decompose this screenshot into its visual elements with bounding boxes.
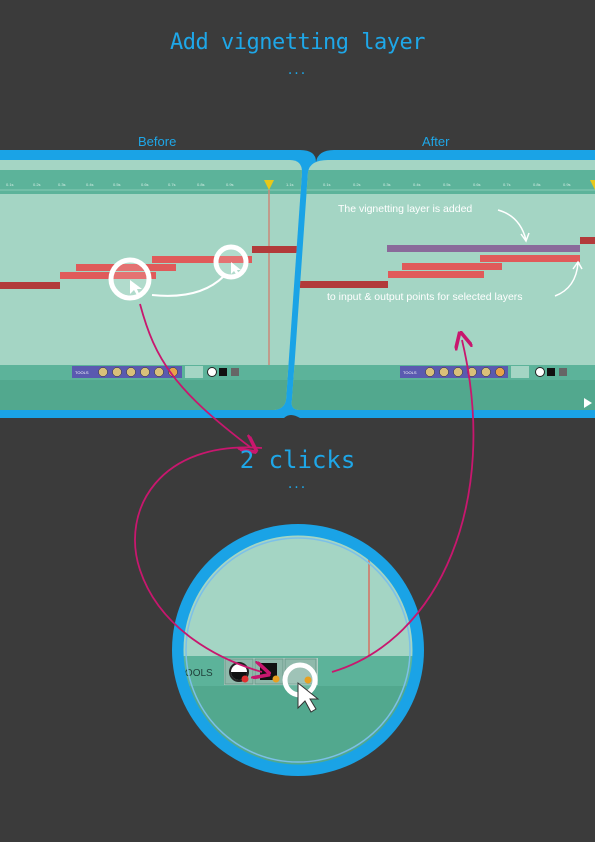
cursor-icon xyxy=(297,681,320,713)
flow-arrow xyxy=(134,446,262,672)
steps-ellipsis: ... xyxy=(287,476,308,492)
cursor-icon xyxy=(130,280,142,297)
title-ellipsis: ... xyxy=(287,62,308,78)
flow-arrow xyxy=(139,303,250,447)
annotation-arrow xyxy=(497,209,527,241)
layer-bar[interactable] xyxy=(300,281,388,288)
tool-icon[interactable] xyxy=(98,367,108,377)
time-ruler: 0.1s 0.2s 0.3s 0.4s 0.5s 0.6s 0.7s 0.8s … xyxy=(291,182,595,191)
zoom-view: TOOLS xyxy=(179,534,414,766)
tools-label: TOOLS xyxy=(179,668,213,679)
svg-text:0.2s: 0.2s xyxy=(33,182,41,187)
vignette-in-icon[interactable] xyxy=(535,367,545,377)
vignette-both-icon[interactable] xyxy=(559,368,567,376)
playhead-marker[interactable] xyxy=(590,180,595,190)
svg-text:1.1s: 1.1s xyxy=(286,182,294,187)
svg-text:0.3s: 0.3s xyxy=(383,182,391,187)
flow-arrow xyxy=(331,340,475,673)
vignette-out-icon[interactable] xyxy=(219,368,227,376)
annotation-points: to input & output points for selected la… xyxy=(327,291,523,303)
svg-text:0.5s: 0.5s xyxy=(113,182,121,187)
layer-bar[interactable] xyxy=(580,237,595,244)
after-label: After xyxy=(422,134,450,149)
vignette-out-icon[interactable] xyxy=(547,368,555,376)
tool-icon[interactable] xyxy=(154,367,164,377)
vignette-in-icon[interactable] xyxy=(207,367,217,377)
tool-icon[interactable] xyxy=(126,367,136,377)
svg-text:0.8s: 0.8s xyxy=(533,182,541,187)
svg-text:0.7s: 0.7s xyxy=(168,182,176,187)
layer-bar[interactable] xyxy=(152,256,252,263)
steps-title: 2 clicks xyxy=(239,446,356,474)
svg-text:0.4s: 0.4s xyxy=(86,182,94,187)
time-ruler: 0.1s 0.2s 0.3s 0.4s 0.5s 0.6s 0.7s 0.8s … xyxy=(0,182,302,191)
svg-text:0.6s: 0.6s xyxy=(473,182,481,187)
before-timeline: 0.1s 0.2s 0.3s 0.4s 0.5s 0.6s 0.7s 0.8s … xyxy=(0,160,312,410)
playhead-marker[interactable] xyxy=(264,180,274,190)
after-timeline: 0.1s 0.2s 0.3s 0.4s 0.5s 0.6s 0.7s 0.8s … xyxy=(291,160,595,410)
svg-text:0.4s: 0.4s xyxy=(413,182,421,187)
tool-icon[interactable] xyxy=(495,367,505,377)
svg-text:TOOLS: TOOLS xyxy=(75,370,89,375)
tool-icon[interactable] xyxy=(453,367,463,377)
layer-bar[interactable] xyxy=(480,255,580,262)
annotation-added: The vignetting layer is added xyxy=(338,203,472,215)
svg-text:0.7s: 0.7s xyxy=(503,182,511,187)
svg-text:TOOLS: TOOLS xyxy=(403,370,417,375)
annotation-arrow xyxy=(554,262,579,297)
layer-bar[interactable] xyxy=(0,282,60,289)
vignette-layer-bar[interactable] xyxy=(387,245,580,252)
svg-text:0.1s: 0.1s xyxy=(323,182,331,187)
svg-text:0.8s: 0.8s xyxy=(197,182,205,187)
svg-text:0.9s: 0.9s xyxy=(226,182,234,187)
click-link-arrow xyxy=(151,275,225,297)
tool-icon[interactable] xyxy=(439,367,449,377)
toolbar: TOOLS xyxy=(72,366,239,378)
svg-text:0.9s: 0.9s xyxy=(563,182,571,187)
tool-icon[interactable] xyxy=(425,367,435,377)
tool-icon[interactable] xyxy=(481,367,491,377)
tool-icon[interactable] xyxy=(140,367,150,377)
before-label: Before xyxy=(138,134,177,149)
layer-bar[interactable] xyxy=(76,264,176,271)
svg-text:0.2s: 0.2s xyxy=(353,182,361,187)
layer-bar[interactable] xyxy=(402,263,502,270)
tool-icon[interactable] xyxy=(112,367,122,377)
layer-bar[interactable] xyxy=(60,272,156,279)
vignette-both-icon[interactable] xyxy=(231,368,239,376)
toolbar: TOOLS xyxy=(400,366,567,378)
layer-bar[interactable] xyxy=(388,271,484,278)
layer-bar[interactable] xyxy=(252,246,312,253)
play-icon[interactable] xyxy=(584,398,592,408)
svg-text:0.6s: 0.6s xyxy=(141,182,149,187)
svg-text:0.5s: 0.5s xyxy=(443,182,451,187)
svg-text:0.3s: 0.3s xyxy=(58,182,66,187)
svg-text:0.1s: 0.1s xyxy=(6,182,14,187)
cursor-icon xyxy=(231,262,241,277)
page-title: Add vignetting layer xyxy=(170,30,425,55)
